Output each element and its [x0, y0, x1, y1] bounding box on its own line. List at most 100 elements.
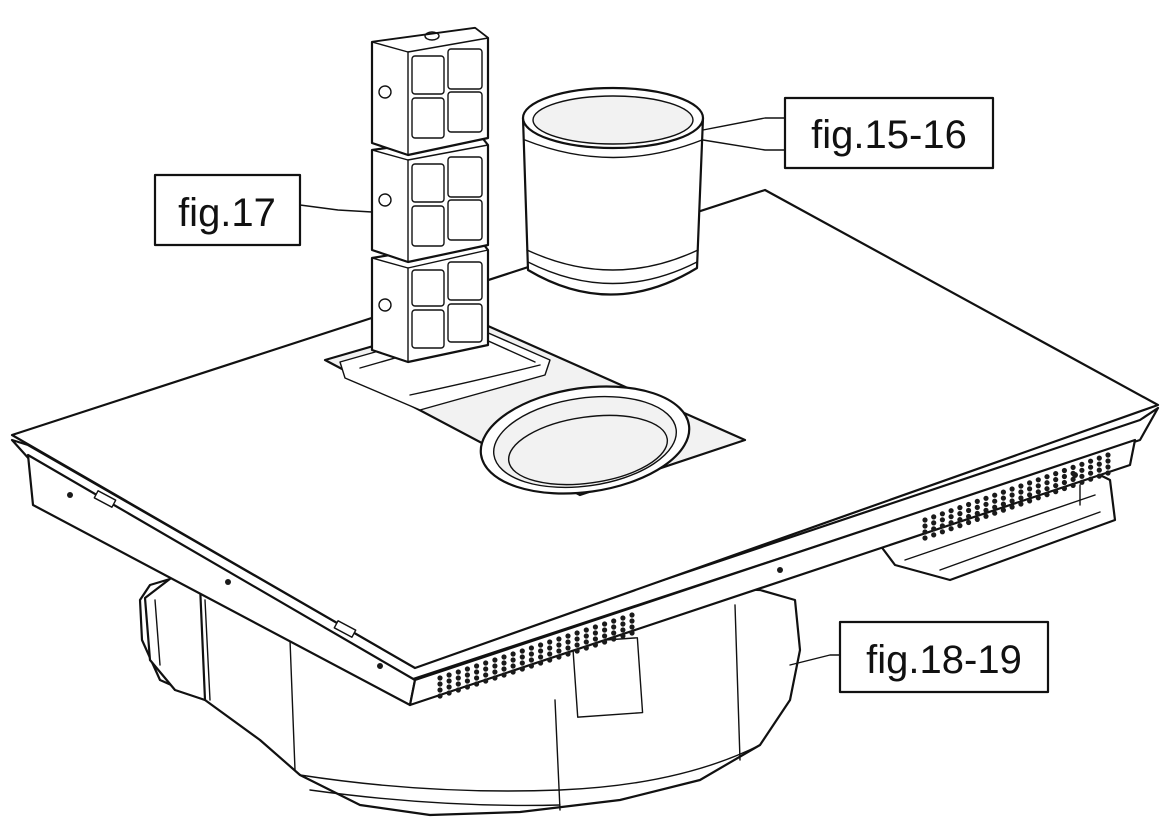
vent-hole — [483, 678, 489, 684]
vent-hole — [538, 648, 544, 654]
vent-hole — [574, 630, 580, 636]
vent-hole — [992, 492, 998, 498]
vent-hole — [1009, 486, 1015, 492]
vent-hole — [611, 630, 617, 636]
vent-hole — [1070, 470, 1076, 476]
vent-hole — [1018, 501, 1024, 507]
vent-hole — [922, 517, 928, 523]
vent-hole — [611, 636, 617, 642]
vent-hole — [519, 666, 525, 672]
callout-leaders — [299, 117, 841, 666]
vent-hole — [538, 654, 544, 660]
vent-hole — [1061, 479, 1067, 486]
vent-hole — [519, 660, 525, 666]
vent-hole — [1061, 467, 1067, 474]
vent-hole — [1096, 473, 1102, 479]
vent-hole — [1044, 480, 1050, 486]
vent-hole — [1044, 486, 1050, 492]
callout-fig15-16: fig.15-16 — [783, 96, 995, 170]
vent-hole — [1044, 474, 1050, 480]
vent-hole — [1018, 483, 1024, 489]
vent-hole — [474, 669, 480, 675]
vent-hole — [966, 519, 972, 526]
vent-hole — [501, 672, 507, 678]
vent-hole — [565, 645, 571, 651]
vent-hole — [931, 520, 937, 526]
vent-hole — [1035, 489, 1041, 495]
vent-hole — [966, 501, 972, 508]
vent-hole — [547, 651, 553, 657]
callout-label-fig17: fig.17 — [178, 191, 276, 235]
vent-hole — [629, 618, 635, 624]
vent-hole — [556, 636, 562, 642]
grease-filter-stack — [370, 26, 490, 364]
vent-hole — [574, 636, 580, 642]
vent-hole — [974, 510, 980, 516]
vent-hole — [483, 660, 489, 666]
vent-hole — [492, 657, 498, 663]
front-vent-grille — [437, 612, 635, 699]
vent-hole — [455, 675, 461, 681]
vent-hole — [1018, 495, 1024, 501]
vent-hole — [1088, 476, 1094, 482]
vent-hole — [939, 517, 946, 523]
vent-hole — [1009, 492, 1015, 498]
vent-hole — [501, 666, 507, 672]
vent-hole — [931, 532, 937, 538]
vent-hole — [931, 514, 937, 520]
vent-hole — [983, 507, 989, 513]
vent-hole — [510, 669, 516, 675]
vent-hole — [1061, 485, 1067, 492]
vent-hole — [1018, 489, 1024, 495]
vent-hole — [1070, 464, 1076, 470]
vent-hole — [483, 672, 489, 678]
vent-hole — [1105, 470, 1111, 476]
vent-hole — [547, 657, 553, 663]
vent-hole — [455, 687, 461, 693]
vent-hole — [556, 648, 562, 654]
vent-hole — [1000, 495, 1007, 501]
vent-hole — [957, 505, 963, 511]
vent-hole — [1035, 483, 1041, 489]
vent-hole — [1079, 461, 1085, 467]
vent-hole — [1027, 480, 1033, 486]
vent-hole — [1096, 461, 1102, 467]
vent-hole — [1105, 458, 1111, 464]
vent-hole — [1061, 473, 1067, 480]
vent-hole — [1070, 482, 1076, 488]
vent-hole — [966, 507, 972, 514]
vent-hole — [1009, 498, 1015, 504]
vent-hole — [939, 511, 946, 517]
vent-hole — [474, 681, 480, 687]
vent-hole — [1000, 507, 1007, 513]
vent-hole — [519, 648, 525, 654]
vent-hole — [957, 510, 963, 517]
vent-hole — [446, 690, 452, 696]
vent-hole — [1088, 458, 1094, 464]
vent-hole — [1027, 492, 1033, 498]
vent-hole — [574, 642, 580, 648]
vent-hole — [528, 663, 535, 669]
vent-hole — [455, 669, 461, 675]
vent-hole — [464, 684, 470, 690]
callout-label-fig18-19: fig.18-19 — [866, 638, 1022, 682]
vent-hole — [528, 657, 535, 663]
vent-hole — [446, 678, 452, 684]
vent-hole — [922, 529, 928, 535]
vent-hole — [602, 633, 608, 639]
vent-hole — [1070, 476, 1076, 482]
vent-hole — [939, 529, 946, 535]
vent-hole — [974, 504, 980, 510]
vent-hole — [983, 495, 989, 501]
vent-hole — [611, 624, 617, 630]
vent-hole — [948, 514, 954, 520]
vent-hole — [437, 675, 443, 681]
vent-hole — [474, 663, 480, 669]
vent-hole — [1079, 467, 1085, 473]
vent-hole — [922, 523, 928, 529]
vent-hole — [592, 636, 599, 642]
vent-hole — [592, 630, 599, 636]
vent-hole — [565, 651, 571, 657]
vent-hole — [528, 651, 535, 657]
vent-hole — [547, 645, 553, 651]
